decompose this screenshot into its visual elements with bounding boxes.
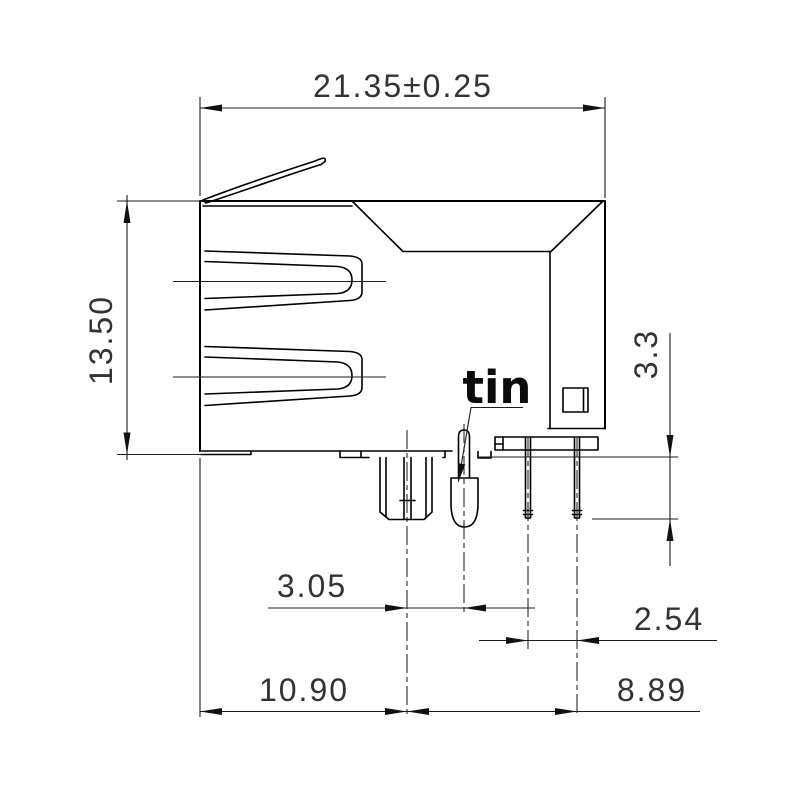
emi-finger-upper: [173, 250, 386, 311]
dim-height-text: 13.50: [83, 295, 119, 385]
arrow-left: [407, 708, 429, 715]
base-band: [339, 450, 446, 459]
arrow-up: [123, 201, 131, 223]
dim-pin-protrusion-text: 3.3: [628, 329, 664, 379]
arrow-up: [666, 519, 674, 541]
finger-outer: [204, 345, 363, 407]
finger-outer: [204, 250, 363, 311]
flange-outline: [494, 436, 599, 451]
arrow-left: [200, 708, 222, 715]
square-hole: [562, 387, 589, 413]
dim-height: 13.50: [83, 195, 204, 460]
dim-post-to-pin-text: 3.05: [277, 568, 347, 604]
tin-label: tin: [463, 361, 532, 414]
arrow-right: [506, 637, 528, 644]
tin-plated-pin: [450, 429, 492, 528]
mounting-flange: [494, 436, 599, 451]
dim-span-right-text: 8.89: [617, 672, 687, 708]
arrow-left: [577, 637, 599, 644]
dim-post-to-pin: 3.05: [268, 568, 535, 612]
arrow-down: [666, 435, 674, 457]
arrow-left: [464, 604, 486, 612]
dim-pin-pitch-text: 2.54: [634, 601, 704, 637]
body-outline: [199, 200, 606, 452]
board-lock-post: [379, 456, 433, 521]
connector-body: [199, 157, 606, 452]
emi-finger-lower: [173, 345, 386, 407]
shield-latch: [202, 157, 327, 204]
finger-inner: [204, 260, 353, 300]
centerlines: [406, 424, 578, 717]
pin-side-notch: [477, 450, 492, 459]
dim-pin-protrusion: 3.3: [477, 329, 678, 566]
dim-span-right: 8.89: [407, 672, 700, 715]
arrow-down: [123, 432, 131, 455]
post-outline: [379, 456, 433, 521]
arrow-right: [583, 104, 605, 112]
dim-top-width-text: 21.35±0.25: [313, 68, 493, 104]
finger-inner: [204, 356, 353, 395]
left-foot: [200, 450, 252, 456]
tin-callout: tin: [457, 361, 532, 483]
dim-span-left-text: 10.90: [259, 672, 349, 708]
top-recess: [351, 200, 604, 253]
bottom-profile: [199, 450, 453, 459]
tin-leader-line: [457, 406, 523, 482]
arrow-right: [385, 604, 407, 612]
arrow-right: [555, 708, 577, 715]
arrow-right: [385, 708, 407, 715]
dim-span-left: 10.90: [199, 458, 407, 717]
tin-leader-arrow: [458, 463, 466, 483]
arrow-left: [200, 104, 222, 112]
dim-top-width: 21.35±0.25: [199, 68, 606, 198]
dim-pin-pitch: 2.54: [479, 601, 717, 644]
